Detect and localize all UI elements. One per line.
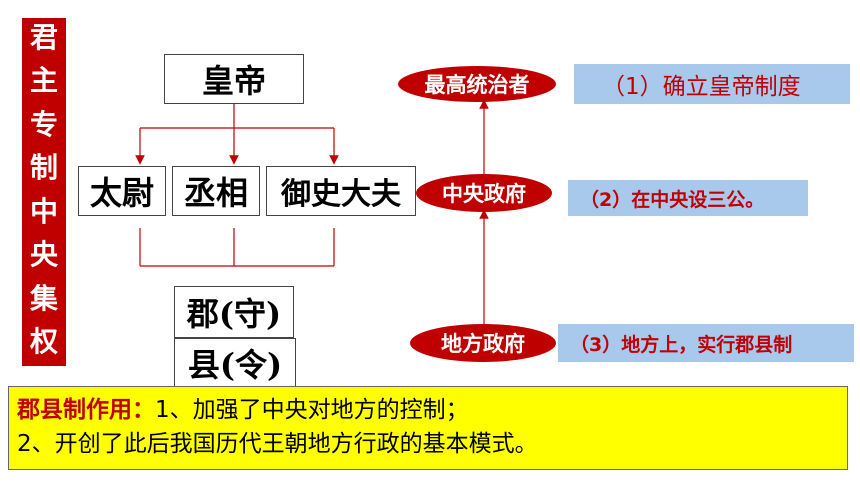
- summary-point-2: 2、开创了此后我国历代王朝地方行政的基本模式。: [17, 431, 538, 457]
- banner-char: 权: [29, 324, 58, 358]
- summary-box: 郡县制作用：1、加强了中央对地方的控制； 2、开创了此后我国历代王朝地方行政的基…: [8, 386, 848, 470]
- banner-char: 央: [29, 238, 58, 272]
- banner-char: 中: [29, 194, 58, 228]
- summary-line-1: 郡县制作用：1、加强了中央对地方的控制；: [17, 393, 839, 427]
- note-prefecture-county: （3）地方上，实行郡县制: [558, 324, 854, 362]
- summary-point-1: 1、加强了中央对地方的控制；: [155, 397, 469, 423]
- oval-local-gov: 地方政府: [410, 324, 556, 362]
- emperor-box: 皇帝: [164, 54, 304, 104]
- yushi-dafu-box: 御史大夫: [266, 166, 416, 216]
- note-three-dukes: （2）在中央设三公。: [568, 180, 808, 216]
- summary-heading: 郡县制作用：: [17, 397, 155, 423]
- commandery-box: 郡(守): [174, 286, 294, 338]
- title-banner: 君 主 专 制 中 央 集 权: [22, 18, 66, 366]
- chengxiang-box: 丞相: [172, 166, 260, 216]
- banner-char: 君: [29, 21, 58, 54]
- note-emperor-system: （1）确立皇帝制度: [574, 64, 850, 104]
- banner-char: 专: [29, 107, 58, 141]
- banner-char: 制: [29, 151, 58, 185]
- county-box: 县(令): [174, 338, 296, 388]
- taiwei-box: 太尉: [78, 166, 166, 216]
- banner-char: 集: [29, 281, 58, 315]
- oval-supreme-ruler: 最高统治者: [398, 66, 556, 102]
- banner-char: 主: [29, 64, 58, 98]
- oval-central-gov: 中央政府: [416, 174, 552, 212]
